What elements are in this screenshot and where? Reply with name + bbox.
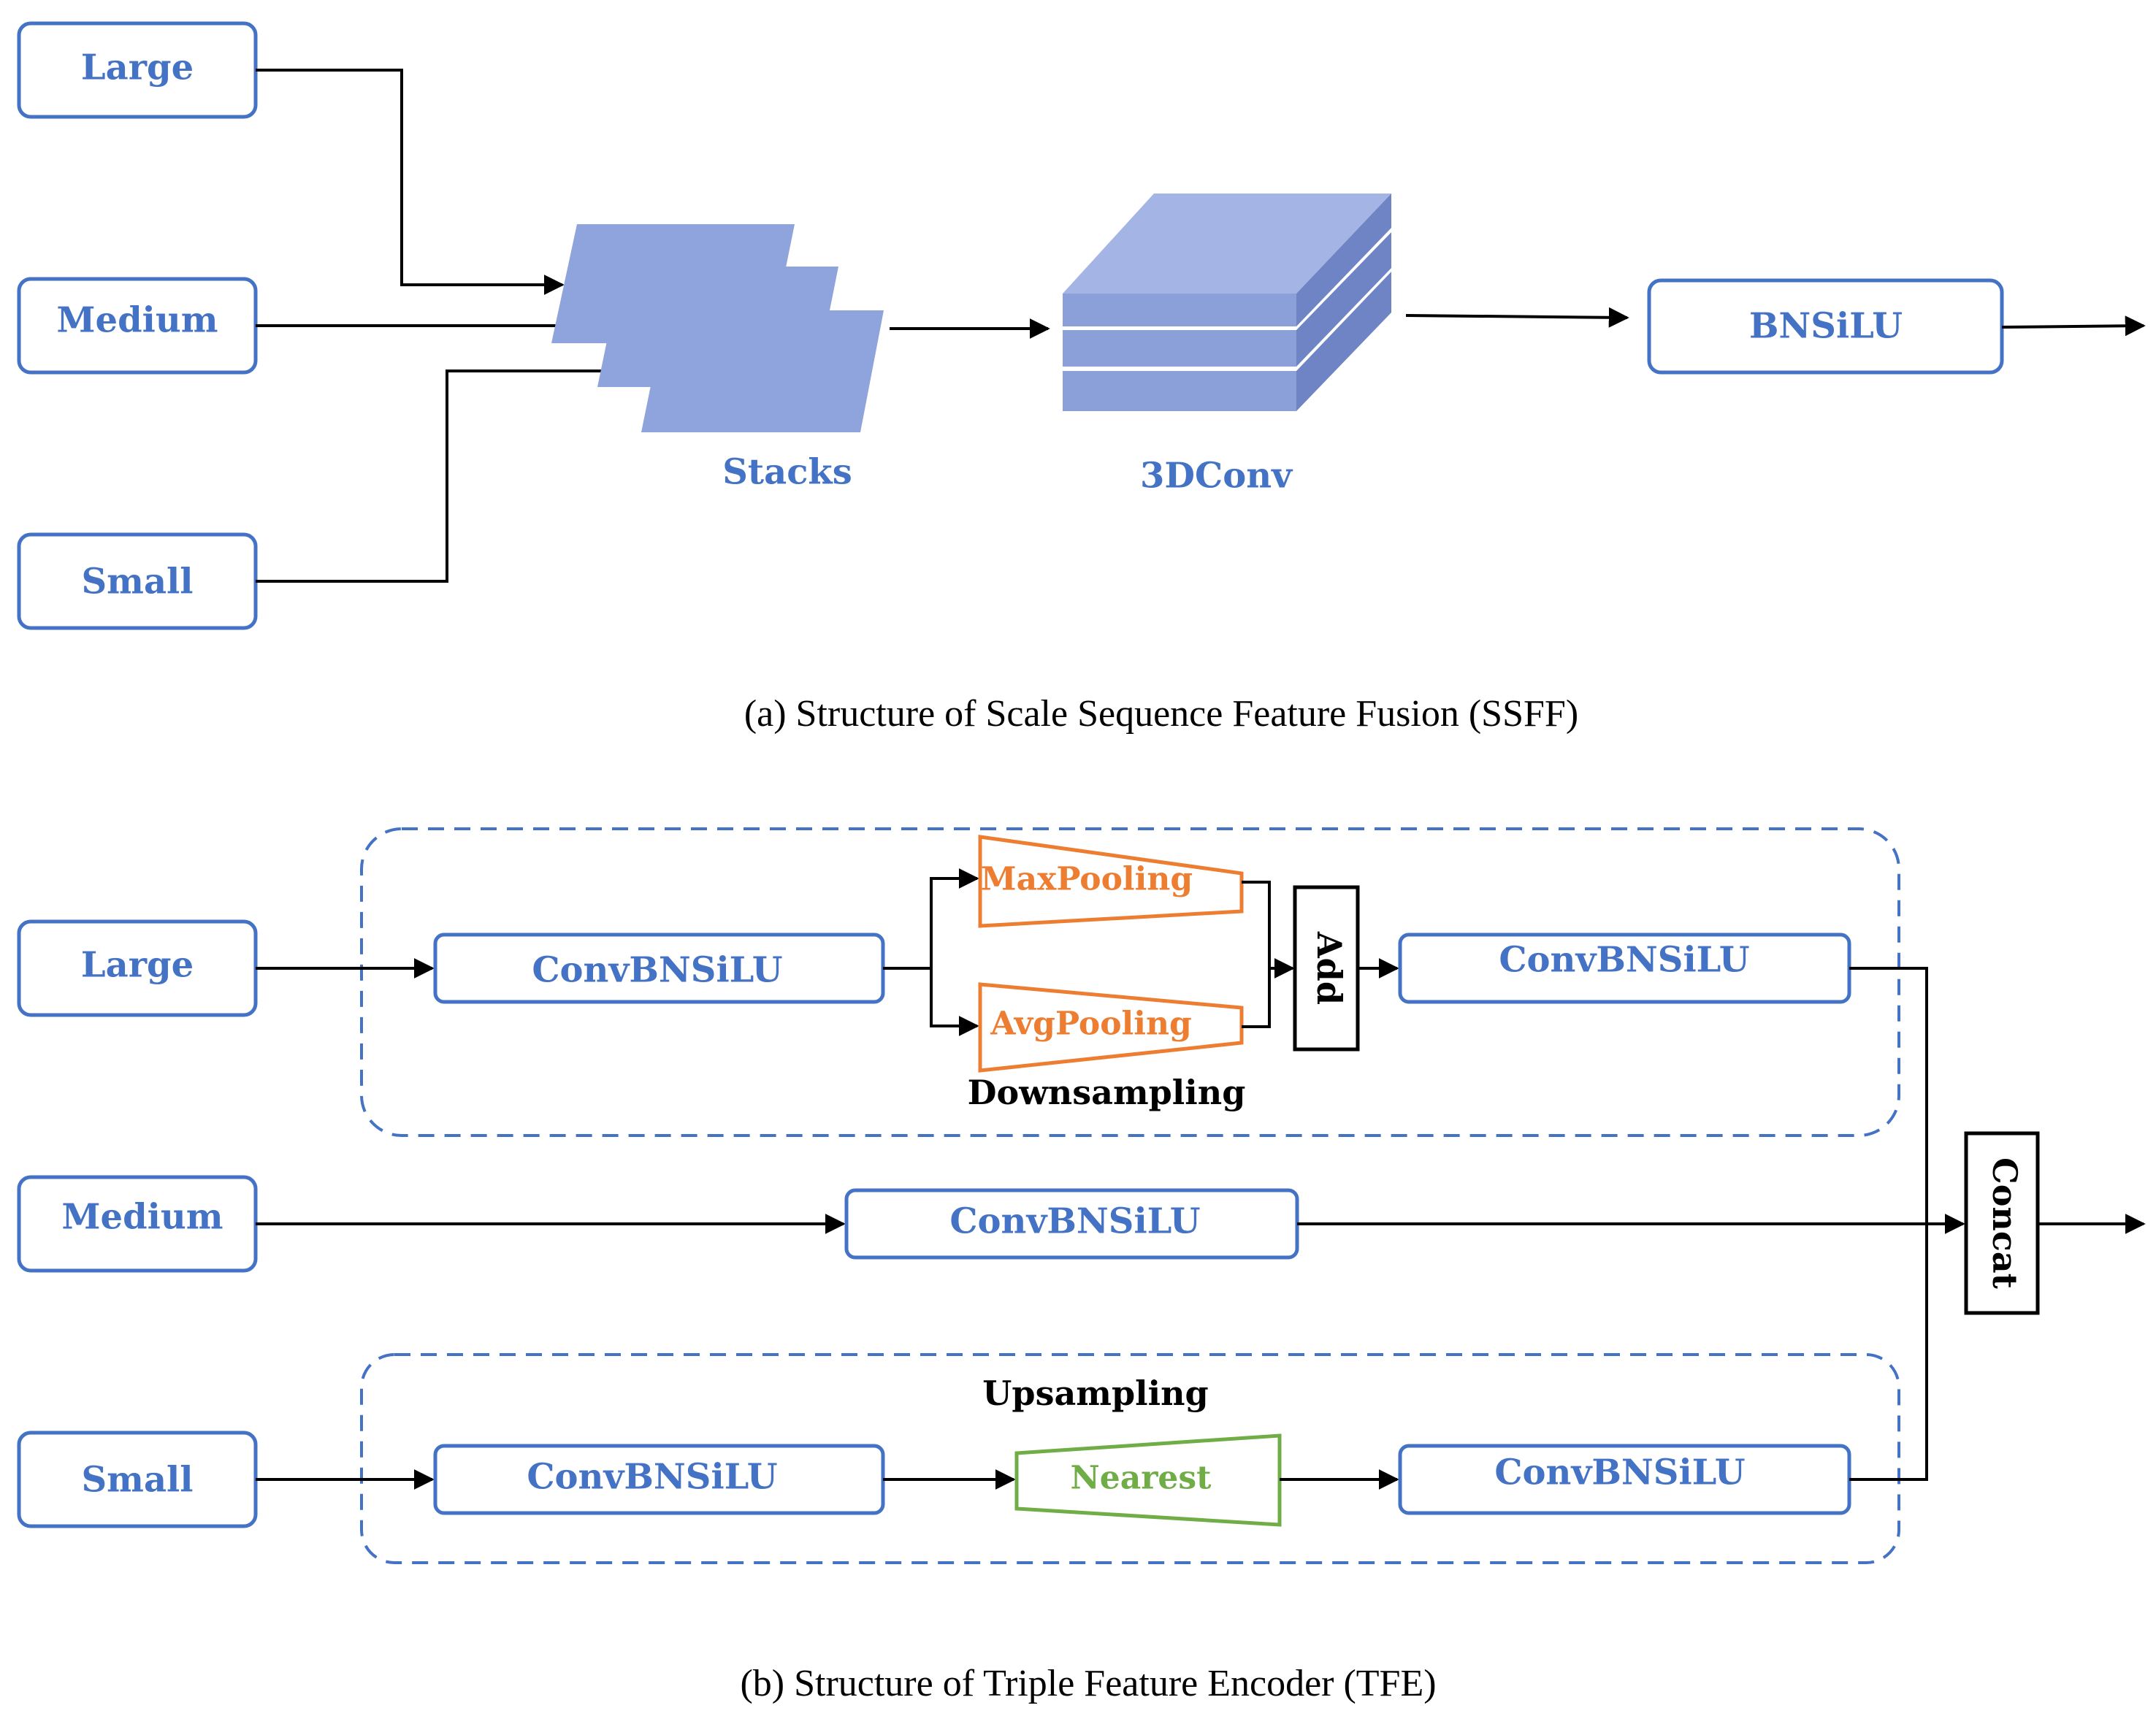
small-conv-out-node: ConvBNSiLU <box>1398 1444 1851 1515</box>
upsampling-group <box>360 1353 1900 1564</box>
avgpooling-node: AvgPooling <box>978 982 1244 1073</box>
add-node: Add <box>1293 885 1360 1052</box>
ssff-input-large-label: Large <box>81 47 194 88</box>
tfe-input-medium-label: Medium <box>61 1197 223 1238</box>
tfe-section: Large Medium Small ConvBNSiLU MaxPooling… <box>17 827 2146 1704</box>
conv3d-graphic <box>1063 194 1391 411</box>
large-conv-out-node: ConvBNSiLU <box>1398 933 1851 1004</box>
ssff-caption: (a) Structure of Scale Sequence Feature … <box>744 693 1578 735</box>
concat-label: Concat <box>1985 1157 2025 1290</box>
ssff-edge-output <box>2001 315 2146 337</box>
tfe-input-large: Large <box>17 919 258 1017</box>
large-conv-in-label: ConvBNSiLU <box>532 950 782 991</box>
avgpooling-label: AvgPooling <box>990 1006 1191 1043</box>
tfe-edge-large-to-concat <box>1849 967 1928 1224</box>
small-conv-out-label: ConvBNSiLU <box>1494 1452 1745 1493</box>
tfe-input-small-label: Small <box>81 1460 193 1501</box>
tfe-edge-to-maxpool <box>930 868 979 968</box>
ssff-bnsilu-node: BNSiLU <box>1647 278 2004 375</box>
large-conv-out-label: ConvBNSiLU <box>1499 940 1749 981</box>
ssff-input-medium: Medium <box>17 277 258 375</box>
upsampling-label: Upsampling <box>982 1374 1208 1413</box>
medium-conv-label: ConvBNSiLU <box>949 1201 1200 1242</box>
ssff-edge-large-to-stacks <box>256 69 565 295</box>
concat-node: Concat <box>1964 1131 2040 1315</box>
conv3d-label: 3DConv <box>1140 456 1293 497</box>
nearest-label: Nearest <box>1071 1460 1212 1497</box>
add-label: Add <box>1310 931 1349 1005</box>
maxpooling-label: MaxPooling <box>981 861 1193 898</box>
large-conv-in-node: ConvBNSiLU <box>433 933 885 1004</box>
tfe-input-medium: Medium <box>17 1175 258 1273</box>
ssff-edge-small-to-stacks <box>256 361 656 583</box>
ssff-input-small: Small <box>17 532 258 630</box>
stacks-graphic <box>551 224 884 432</box>
tfe-input-small: Small <box>17 1431 258 1528</box>
tfe-edge-to-avgpool <box>930 968 979 1036</box>
nearest-node: Nearest <box>1014 1433 1282 1527</box>
tfe-edge-small-to-concat <box>1849 1224 1928 1481</box>
ssff-input-small-label: Small <box>81 562 193 602</box>
tfe-edge-avgpool-to-add <box>1242 968 1271 1028</box>
stacks-label: Stacks <box>722 452 852 493</box>
tfe-input-large-label: Large <box>81 945 194 986</box>
small-conv-in-label: ConvBNSiLU <box>527 1457 777 1498</box>
ssff-input-large: Large <box>17 21 258 119</box>
downsampling-label: Downsampling <box>968 1073 1246 1112</box>
ssff-edge-3dconv-to-bnsilu <box>1405 307 1629 328</box>
ssff-bnsilu-label: BNSiLU <box>1749 306 1903 347</box>
tfe-caption: (b) Structure of Triple Feature Encoder … <box>740 1663 1436 1704</box>
medium-conv-node: ConvBNSiLU <box>844 1188 1299 1260</box>
ssff-section: Large Medium Small Stacks <box>17 21 2146 735</box>
small-conv-in-node: ConvBNSiLU <box>433 1444 885 1515</box>
downsampling-group <box>360 827 1900 1137</box>
ssff-input-medium-label: Medium <box>56 300 218 341</box>
tfe-edge-maxpool-to-add <box>1242 881 1295 979</box>
maxpooling-node: MaxPooling <box>978 835 1244 928</box>
